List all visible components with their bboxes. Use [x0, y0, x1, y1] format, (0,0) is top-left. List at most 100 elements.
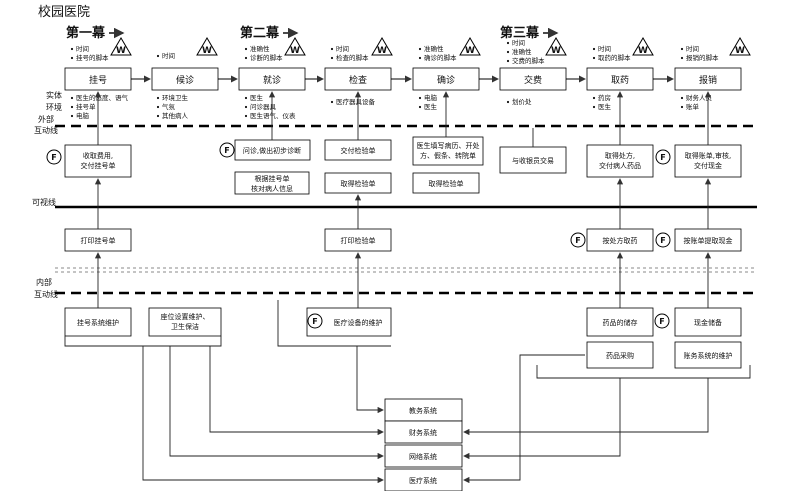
backstage-actions: 打印挂号单 打印检验单 按处方取药 按账单提取现金 — [64, 228, 742, 252]
svg-text:W: W — [638, 46, 648, 56]
customer-actions: 挂号 候诊 就诊 检查 确诊 交费 取药 报销 时间 挂号的脚本 时间 准确性 … — [64, 38, 742, 120]
stage-env-note: 医生 — [250, 93, 264, 102]
support-box — [586, 307, 654, 337]
svg-text:W: W — [202, 46, 212, 56]
frontstage-box — [412, 172, 480, 194]
frontstage-box — [64, 144, 132, 178]
label-line: 取得账单,审核, — [685, 151, 731, 160]
lane-label-visibility: 可视线 — [32, 197, 56, 207]
stage-label: 检查 — [349, 74, 367, 86]
support-label: 账务系统的维护 — [684, 351, 733, 360]
support-box — [674, 341, 742, 369]
act-3-label: 第三幕 — [500, 25, 540, 41]
stage-env-note: 医疗器具设备 — [336, 97, 376, 106]
support-processes: 挂号系统维护 座位设置维护、卫生保洁 医疗设备的维护 药品的储存 药品采购 现金… — [64, 307, 742, 369]
stage-label: 挂号 — [89, 74, 107, 86]
stage-env-note: 财务人员 — [686, 93, 713, 102]
wait-marker: W — [196, 37, 218, 56]
svg-text:W: W — [465, 46, 475, 56]
svg-text:W: W — [116, 46, 126, 56]
lane-label-physical-env-2: 环境 — [46, 102, 62, 112]
label-line: 收取费用, — [83, 151, 113, 160]
stage-env-note: 挂号单 — [76, 102, 96, 111]
frontstage-label: 医生填写病历、开处方、假条、转院单 — [417, 141, 480, 160]
stage-env-note: 医生 — [424, 102, 438, 111]
label-line: 根据挂号单 — [255, 174, 290, 183]
act-2: 第二幕 — [240, 25, 299, 41]
stage-top-note: 时间 — [162, 51, 175, 60]
backstage-label: 打印挂号单 — [81, 236, 116, 245]
stage-env-note: 账单 — [686, 102, 700, 111]
wait-marker: W — [729, 37, 751, 56]
stage-env-note: 问诊器具 — [250, 102, 277, 111]
svg-text:W: W — [735, 46, 745, 56]
stage-label: 报销 — [699, 74, 717, 86]
support-box — [586, 341, 654, 369]
support-box — [148, 307, 222, 337]
frontstage-box — [499, 146, 567, 174]
frontstage-box — [586, 144, 654, 178]
stage-label: 交费 — [524, 74, 542, 86]
frontstage-label: 取得检验单 — [429, 179, 464, 188]
stage-env-note: 药房 — [598, 93, 611, 102]
frontstage-label: 与收银员交易 — [512, 156, 554, 165]
wait-marker: W — [632, 37, 654, 56]
stage-env-note: 划价处 — [512, 97, 532, 106]
svg-text:F: F — [224, 146, 229, 155]
label-line: 座位设置维护、 — [161, 312, 210, 321]
frontstage-label: 交付检验单 — [341, 146, 376, 155]
stage-top-note: 时间 — [598, 44, 611, 53]
stage-label: 候诊 — [176, 74, 194, 86]
svg-text:W: W — [290, 46, 300, 56]
stage-env-note: 环境卫生 — [162, 93, 189, 102]
wait-marker: W — [545, 37, 567, 56]
support-label: 药品采购 — [606, 351, 634, 360]
frontstage-label: 取得检验单 — [341, 179, 376, 188]
stage-label: 就诊 — [263, 74, 281, 86]
stage-label: 确诊 — [437, 74, 455, 86]
stage-top-note: 时间 — [686, 44, 699, 53]
stage-box — [674, 67, 742, 91]
system-label: 教务系统 — [409, 406, 437, 415]
frontstage-label: 取得账单,审核,交付现金 — [685, 151, 731, 170]
stage-top-note: 准确性 — [250, 44, 270, 53]
stage-label: 取药 — [611, 75, 629, 86]
lane-label-external-2: 互动线 — [34, 125, 58, 135]
wait-marker: W — [459, 37, 481, 56]
label-line: 交付挂号单 — [81, 161, 116, 170]
label-line: 交付现金 — [694, 161, 722, 170]
support-label: 医疗设备的维护 — [334, 318, 383, 327]
label-line: 方、假条、转院单 — [420, 151, 476, 160]
label-line: 核对病人信息 — [251, 184, 293, 193]
frontstage-label: 收取费用,交付挂号单 — [81, 151, 116, 170]
system-label: 医疗系统 — [409, 476, 437, 485]
system-label: 财务系统 — [409, 428, 437, 437]
connector-arrows — [64, 91, 751, 484]
stage-top-note: 诊断的脚本 — [250, 53, 283, 62]
svg-text:F: F — [659, 317, 664, 326]
stage-top-note: 时间 — [336, 44, 349, 53]
stage-env-note: 其他病人 — [162, 111, 189, 120]
frontstage-label: 问诊,做出初步诊断 — [243, 146, 301, 155]
frontstage-label: 根据挂号单核对病人信息 — [251, 174, 293, 193]
stage-env-note: 医生语气、仪表 — [250, 111, 296, 120]
frontstage-box — [674, 144, 742, 178]
frontstage-box — [234, 171, 310, 195]
frontstage-box — [234, 139, 311, 161]
system-box — [384, 444, 463, 468]
act-3: 第三幕 — [500, 25, 559, 41]
svg-text:F: F — [51, 153, 56, 162]
system-box — [384, 420, 463, 444]
frontstage-box — [412, 136, 484, 166]
backstage-label: 打印检验单 — [341, 236, 376, 245]
stage-env-note: 医生的态度、语气 — [76, 93, 129, 102]
frontstage-actions: 收取费用,交付挂号单 问诊,做出初步诊断 根据挂号单核对病人信息 交付检验单 取… — [64, 136, 742, 195]
stage-top-note: 准确性 — [512, 47, 532, 56]
stage-env-note: 电脑 — [424, 93, 438, 102]
wait-marker: W — [371, 37, 393, 56]
stage-top-note: 取药的脚本 — [598, 53, 631, 62]
svg-text:F: F — [660, 153, 665, 162]
act-2-label: 第二幕 — [240, 25, 280, 41]
frontstage-box — [324, 172, 392, 194]
